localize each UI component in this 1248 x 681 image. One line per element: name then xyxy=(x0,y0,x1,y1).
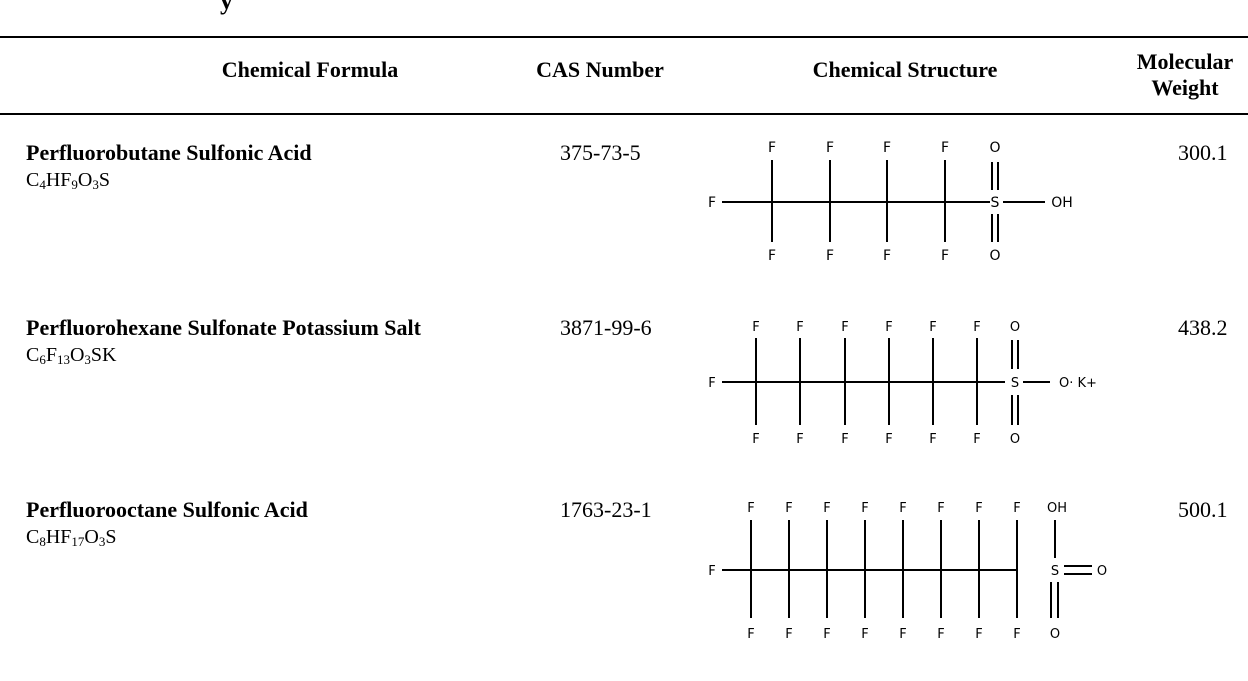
atom-label: F xyxy=(899,627,906,642)
potassium-salt-label: O· K+ xyxy=(1059,376,1097,391)
atom-label: F xyxy=(973,432,980,447)
header-chemical-structure: Chemical Structure xyxy=(812,57,998,82)
table-top-rule xyxy=(0,36,1248,38)
atom-label: F xyxy=(796,320,803,335)
atom-label: F xyxy=(823,627,830,642)
chemical-formula: C6F13O3SK xyxy=(26,344,117,367)
atom-label: F xyxy=(941,248,949,264)
atom-label: F xyxy=(796,432,803,447)
sulfur-label: S xyxy=(1051,564,1059,579)
atom-label: F xyxy=(826,248,834,264)
atom-label: F xyxy=(885,320,892,335)
cas-number: 375-73-5 xyxy=(560,140,641,165)
atom-label: F xyxy=(708,376,715,391)
atom-label: F xyxy=(929,432,936,447)
oxygen-label: O xyxy=(1097,564,1107,579)
atom-label: F xyxy=(973,320,980,335)
atom-label: F xyxy=(975,501,982,516)
atom-label: F xyxy=(768,140,776,156)
atom-label: F xyxy=(883,140,891,156)
atom-label: F xyxy=(785,501,792,516)
chemical-name: Perfluorohexane Sulfonate Potassium Salt xyxy=(26,315,421,340)
sulfur-label: S xyxy=(1011,376,1019,391)
atom-label: F xyxy=(899,501,906,516)
cas-number: 1763-23-1 xyxy=(560,497,652,522)
hydroxyl-label: OH xyxy=(1047,501,1067,516)
chemical-name: Perfluorobutane Sulfonic Acid xyxy=(26,140,312,165)
atom-label: F xyxy=(841,320,848,335)
oxygen-label: O xyxy=(1010,320,1020,335)
atom-label: F xyxy=(883,248,891,264)
chemical-formula: C4HF9O3S xyxy=(26,169,110,192)
chemical-formula: C8HF17O3S xyxy=(26,526,117,549)
sulfur-label: S xyxy=(991,195,1000,211)
header-cas-number: CAS Number xyxy=(536,57,664,82)
atom-label: F xyxy=(929,320,936,335)
header-rule xyxy=(0,113,1248,115)
structure-pfos: F F F F F F F F F F F F F F F F F OH S O… xyxy=(708,501,1107,642)
atom-label: F xyxy=(747,627,754,642)
oxygen-label: O xyxy=(1010,432,1020,447)
atom-label: F xyxy=(841,432,848,447)
header-molecular-weight: Molecular Weight xyxy=(1120,36,1248,114)
hydroxyl-label: OH xyxy=(1051,195,1073,211)
atom-label: F xyxy=(1013,627,1020,642)
chemical-name: Perfluorooctane Sulfonic Acid xyxy=(26,497,308,522)
atom-label: F xyxy=(826,140,834,156)
atom-label: F xyxy=(708,195,716,211)
header-mw-line1: Molecular xyxy=(1136,49,1234,74)
atom-label: F xyxy=(975,627,982,642)
structure-pfhxs-k: F F F F F F F F F F F F F O S O O· K+ xyxy=(708,320,1097,447)
atom-label: F xyxy=(941,140,949,156)
header-mw-line2: Weight xyxy=(1151,75,1219,100)
atom-label: F xyxy=(885,432,892,447)
atom-label: F xyxy=(937,627,944,642)
atom-label: F xyxy=(861,501,868,516)
atom-label: F xyxy=(768,248,776,264)
oxygen-label: O xyxy=(989,248,1000,264)
atom-label: F xyxy=(708,564,715,579)
atom-label: F xyxy=(752,320,759,335)
molecular-weight: 300.1 xyxy=(1178,140,1228,165)
atom-label: F xyxy=(785,627,792,642)
atom-label: F xyxy=(937,501,944,516)
atom-label: F xyxy=(823,501,830,516)
atom-label: F xyxy=(1013,501,1020,516)
molecular-weight: 438.2 xyxy=(1178,315,1228,340)
header-chemical-formula: Chemical Formula xyxy=(221,57,399,82)
structure-pfbs: F F F F F F F F F O S O OH xyxy=(708,140,1073,264)
cas-number: 3871-99-6 xyxy=(560,315,652,340)
atom-label: F xyxy=(752,432,759,447)
atom-label: F xyxy=(747,501,754,516)
molecular-weight: 500.1 xyxy=(1178,497,1228,522)
atom-label: F xyxy=(861,627,868,642)
page-title-fragment: y xyxy=(220,0,233,15)
oxygen-label: O xyxy=(989,140,1000,156)
oxygen-label: O xyxy=(1050,627,1060,642)
